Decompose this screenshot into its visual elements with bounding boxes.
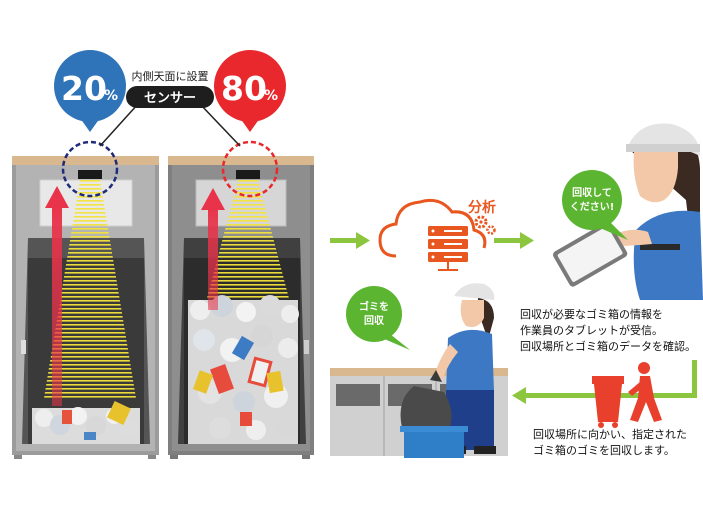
red-bin-icon [592,376,624,428]
percent-value-low: 20 [61,69,107,108]
percent-unit-high: % [264,88,278,104]
sensor-device-low [78,170,102,179]
sensor-ring-low [61,140,119,198]
sensor-device-high [236,170,260,179]
tablet-info-line-1: 回収が必要なゴミ箱の情報を [520,307,663,321]
flow-arrow-to-tablet [494,232,534,249]
speech-bubble-tablet: 回収して ください! [562,170,628,240]
analysis-label: 分析 [468,199,496,216]
flow-arrow-to-cloud [330,232,370,249]
percent-badge-high: 80 % [214,50,286,132]
sensor-ring-high [221,140,279,198]
tablet-info-line-3: 回収場所とゴミ箱のデータを確認。 [520,339,696,353]
speech-bubble-collect: ゴミを 回収 [346,286,410,350]
tablet-info-line-2: 作業員のタブレットが受信。 [520,323,663,337]
percent-unit-low: % [104,88,118,104]
sensor-beam-low [44,180,136,398]
fill-level-arrow-high [201,188,225,310]
worker-with-tablet [553,123,703,300]
percent-value-high: 80 [221,69,267,108]
trash-pile-high [188,295,299,444]
collect-info-line-2: ゴミ箱のゴミを回収します。 [533,443,675,457]
tablet-bubble-line-1: 回収して [572,187,612,199]
sensor-label: センサー [144,91,196,106]
collection-cart [400,426,468,458]
garbage-bag [400,370,452,439]
collect-bubble-line-1: ゴミを [359,300,389,313]
percent-badge-low: 20 % [54,50,126,132]
fill-level-arrow-low [45,186,69,406]
cloud-server-icon [378,198,487,271]
sensor-caption: 内側天面に設置 [132,69,209,83]
tablet-bubble-line-2: ください! [570,201,615,213]
worker-collecting [434,283,496,454]
sensor-beam-high [204,180,292,310]
walking-person-icon [628,362,662,422]
gear-icon [474,215,496,235]
collect-info-line-1: 回収場所に向かい、指定された [533,427,687,441]
trash-pile-low [32,401,140,444]
collect-bubble-line-2: 回収 [364,315,385,327]
